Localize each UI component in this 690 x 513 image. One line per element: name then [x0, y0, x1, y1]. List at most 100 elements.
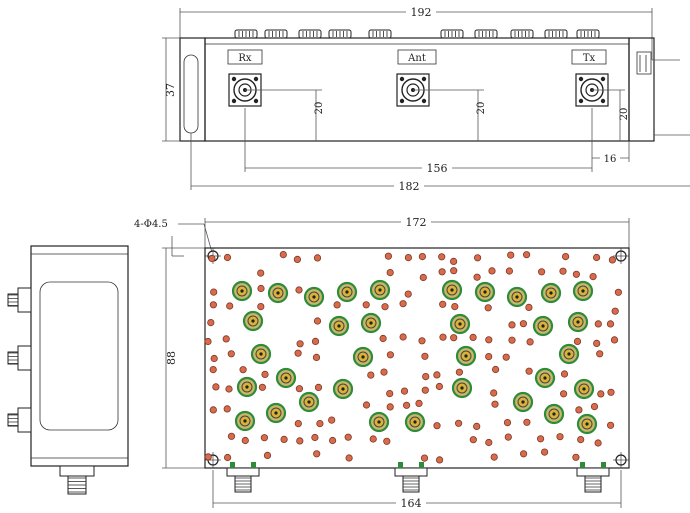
resonator-icon	[360, 312, 382, 334]
rx-label-box	[227, 49, 263, 65]
tuning-screw-icon	[223, 253, 232, 262]
resonator-icon	[558, 343, 580, 365]
tuning-screw-icon	[381, 303, 389, 311]
tuning-screw-icon	[606, 421, 615, 429]
top-connector	[328, 29, 352, 39]
dim-label-172: 172	[406, 216, 427, 229]
tuning-screw-icon	[222, 335, 230, 343]
tuning-screw-icon	[433, 371, 441, 379]
tuning-screw-icon	[559, 267, 567, 275]
tuning-screw-icon	[593, 339, 601, 347]
resonator-icon	[298, 391, 320, 413]
tuning-screw-icon	[420, 454, 429, 462]
resonator-icon	[441, 279, 463, 301]
front-view: 172 4-Φ4.5 88 164	[134, 216, 630, 510]
side-connectors	[7, 287, 95, 495]
tuning-screw-icon	[402, 401, 411, 409]
resonator-icon	[369, 279, 391, 301]
tuning-screw-icon	[384, 252, 392, 260]
dim-label-182: 182	[399, 180, 420, 193]
tuning-screws	[204, 251, 623, 464]
tx-label-box	[571, 49, 607, 65]
tuning-screw-icon	[380, 368, 388, 376]
tuning-screw-icon	[449, 257, 458, 265]
tuning-screw-icon	[519, 450, 528, 458]
resonator-icon	[275, 367, 297, 389]
tuning-screw-icon	[503, 418, 512, 427]
tuning-screw-icon	[438, 253, 446, 261]
tuning-screw-icon	[204, 337, 212, 346]
dim-label-164: 164	[401, 497, 422, 508]
ant-port-label: Ant	[407, 53, 426, 64]
tuning-screw-icon	[419, 273, 427, 282]
tuning-screw-icon	[606, 320, 615, 328]
tuning-screw-icon	[611, 307, 619, 315]
tuning-screw-icon	[379, 334, 387, 343]
tuning-screw-icon	[607, 388, 615, 396]
tuning-screw-icon	[344, 433, 352, 441]
resonator-icon	[532, 315, 554, 337]
tuning-screw-icon	[208, 254, 216, 263]
tuning-screw-icon	[507, 251, 515, 259]
hole-callout: 4-Φ4.5	[134, 219, 168, 230]
top-connector	[264, 29, 288, 39]
tuning-screw-icon	[280, 435, 288, 443]
tuning-screw-icon	[367, 371, 375, 379]
tuning-screw-icon	[294, 349, 302, 357]
resonator-icon	[506, 286, 528, 308]
tuning-screw-icon	[209, 365, 217, 374]
tuning-screw-icon	[314, 383, 323, 391]
tuning-screw-icon	[455, 368, 463, 376]
tuning-screw-icon	[311, 433, 319, 442]
resonator-icon	[236, 376, 258, 398]
resonator-icon	[576, 413, 598, 435]
tuning-screw-icon	[295, 286, 303, 294]
resonator-icon	[512, 391, 534, 413]
tuning-screw-icon	[400, 387, 409, 395]
dim-label-156: 156	[427, 162, 448, 175]
tuning-screw-icon	[561, 253, 570, 261]
tuning-screw-icon	[210, 288, 218, 296]
tuning-screw-icon	[473, 422, 481, 430]
tuning-screw-icon	[439, 300, 447, 308]
resonator-icon	[332, 378, 354, 400]
top-connector	[368, 29, 392, 39]
tuning-screw-icon	[261, 370, 269, 378]
tuning-screw-icon	[415, 399, 423, 407]
tuning-screw-icon	[313, 317, 322, 325]
tuning-screw-icon	[399, 300, 407, 308]
tuning-screw-icon	[204, 453, 212, 461]
tuning-screw-icon	[422, 372, 430, 381]
dim-label-37: 37	[164, 83, 177, 97]
tuning-screw-icon	[386, 268, 394, 277]
tuning-screw-icon	[491, 365, 500, 374]
n-connector-icon	[575, 73, 609, 107]
tuning-screw-icon	[556, 433, 564, 441]
bottom-connector-icon	[576, 462, 610, 493]
mounting-hole-icon	[613, 452, 629, 468]
resonator-icon	[303, 286, 325, 308]
tuning-screw-icon	[439, 333, 447, 341]
tuning-screw-icon	[525, 367, 533, 375]
tuning-screw-icon	[399, 333, 407, 341]
tuning-screw-icon	[469, 436, 477, 444]
tuning-screw-icon	[469, 333, 477, 341]
top-connector	[510, 29, 534, 39]
tuning-screw-icon	[260, 434, 268, 442]
resonator-icon	[267, 282, 289, 304]
tuning-screw-icon	[540, 448, 549, 456]
tuning-screw-icon	[333, 301, 341, 309]
tuning-screw-icon	[525, 303, 533, 311]
tuning-screw-icon	[485, 352, 493, 361]
resonator-icon	[572, 280, 594, 302]
resonator-icon	[540, 282, 562, 304]
resonator-icon	[567, 311, 589, 333]
tuning-screw-icon	[502, 353, 510, 361]
resonator-icon	[449, 313, 471, 335]
tuning-screw-icon	[224, 453, 232, 462]
tx-port-label: Tx	[583, 53, 596, 64]
tuning-screw-icon	[536, 435, 545, 443]
tuning-screw-icon	[295, 385, 303, 393]
tuning-screw-icon	[594, 439, 602, 447]
